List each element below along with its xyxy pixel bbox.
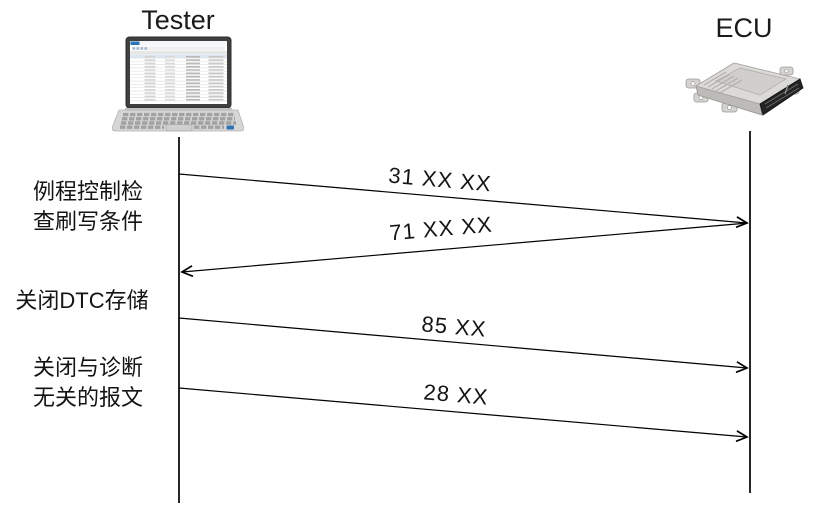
message-arrow-85xx — [178, 317, 747, 368]
message-arrow-28xx — [178, 387, 747, 437]
message-label-28xx: 28 XX — [422, 379, 490, 410]
step-label-disable-messages: 关闭与诊断 无关的报文 — [32, 355, 143, 410]
message-arrow-71xxxx — [182, 222, 749, 272]
actor-label-ecu: ECU — [715, 13, 773, 43]
message-label-85xx: 85 XX — [420, 311, 488, 342]
message-arrow-31xxxx — [178, 173, 747, 223]
ecu-icon — [685, 62, 804, 116]
actor-label-tester: Tester — [141, 5, 215, 35]
step-label-disable-dtc: 关闭DTC存储 — [15, 288, 149, 313]
laptop-icon — [112, 36, 244, 132]
step-label-routine-control: 例程控制检 查刷写条件 — [32, 179, 143, 234]
